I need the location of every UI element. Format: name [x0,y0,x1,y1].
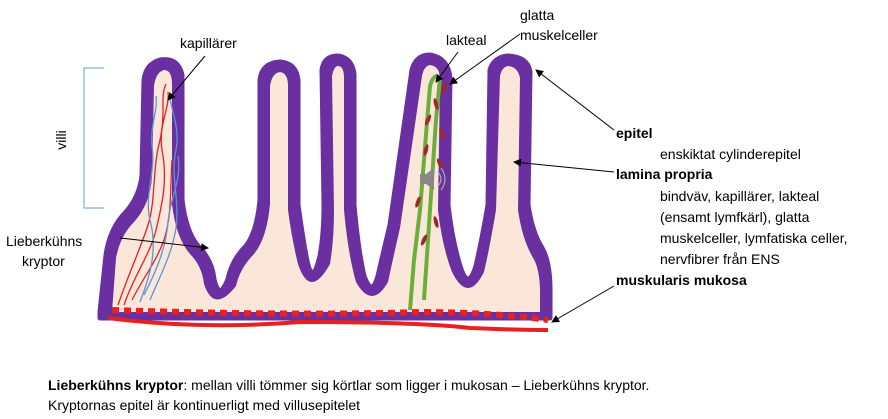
villi-label: villi [53,130,69,149]
muskelceller-label: muskelceller [520,26,598,44]
kryptor-label: kryptor [22,252,65,270]
caption-line-1-text: : mellan villi tömmer sig körtlar som li… [183,377,649,393]
lamina-propria-desc-line: nervfibrer från ENS [660,250,780,268]
kapillarer-label: kapillärer [180,34,237,52]
caption-line-2: Kryptornas epitel är kontinuerligt med v… [48,396,360,415]
muskularis-mukosa-heading: muskularis mukosa [616,271,747,289]
epitel-description: enskiktat cylinderepitel [660,145,801,163]
lamina-propria-desc-line: (ensamt lymfkärl), glatta [660,208,809,226]
caption-line-1: Lieberkühns kryptor: mellan villi tömmer… [48,376,649,395]
caption-bold-term: Lieberkühns kryptor [48,377,183,393]
lamina-propria-heading: lamina propria [616,165,712,183]
lamina-propria-desc-line: muskelceller, lymfatiska celler, [660,229,848,247]
lamina-propria-desc-line: bindväv, kapillärer, lakteal [660,187,819,205]
muskularis-pointer [552,286,614,322]
epitel-heading: epitel [616,124,653,142]
glatta-label: glatta [520,6,554,24]
epitel-pointer [536,70,614,130]
lakteal-label: lakteal [446,31,486,49]
lieberkuhns-label: Lieberkühns [6,232,82,250]
villi-bracket [84,68,104,208]
